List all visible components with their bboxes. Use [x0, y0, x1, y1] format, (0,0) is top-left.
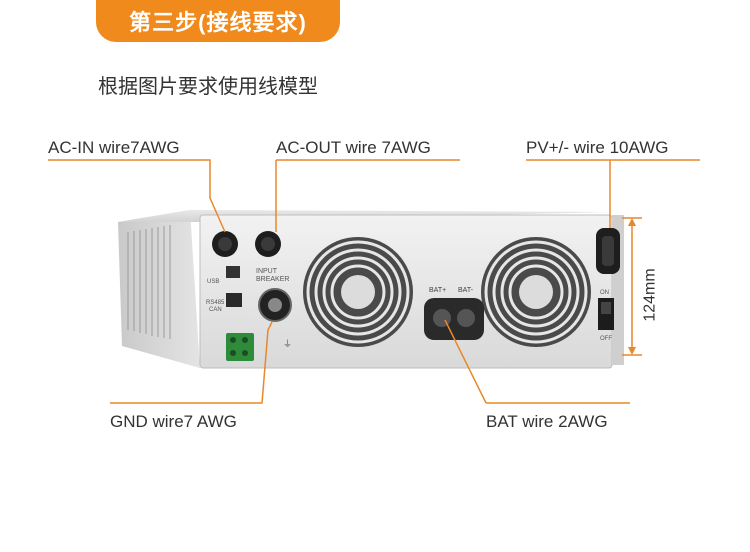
- power-switch: ON OFF: [598, 290, 614, 342]
- gnd-label: GND wire7 AWG: [110, 412, 237, 431]
- dim-arrow-down-icon: [628, 347, 636, 355]
- breaker-text: BREAKER: [256, 276, 289, 283]
- subtitle: 根据图片要求使用线模型: [98, 76, 318, 98]
- inverter-side-panel: [118, 210, 200, 368]
- on-text: ON: [600, 290, 609, 296]
- ground-symbol-icon: ⏚: [283, 339, 292, 350]
- rs485-port: [226, 293, 242, 307]
- off-text: OFF: [600, 336, 612, 342]
- terminal-block: [226, 333, 254, 361]
- io-column: USB RS485 CAN INPUT BREAKER ⏚: [206, 231, 292, 361]
- bat-plus-text: BAT+: [429, 287, 446, 294]
- input-text: INPUT: [256, 268, 278, 275]
- bat-minus-text: BAT-: [458, 287, 474, 294]
- dim-arrow-up-icon: [628, 218, 636, 226]
- gnd-leader: [110, 321, 273, 404]
- ac-in-leader: [48, 159, 226, 233]
- usb-port: [226, 266, 240, 278]
- usb-text: USB: [207, 279, 219, 285]
- ac-out-label: AC-OUT wire 7AWG: [276, 138, 431, 157]
- bat-label: BAT wire 2AWG: [486, 412, 608, 431]
- pv-label: PV+/- wire 10AWG: [526, 138, 669, 157]
- rs485-text: RS485: [206, 300, 225, 306]
- step-badge: 第三步(接线要求): [96, 0, 340, 42]
- can-text: CAN: [209, 307, 222, 313]
- bat-drop: [444, 319, 487, 404]
- fan-right-icon: [481, 237, 591, 347]
- fan-left-icon: [303, 237, 413, 347]
- pv-port: [596, 228, 620, 274]
- ac-in-label: AC-IN wire7AWG: [48, 138, 180, 157]
